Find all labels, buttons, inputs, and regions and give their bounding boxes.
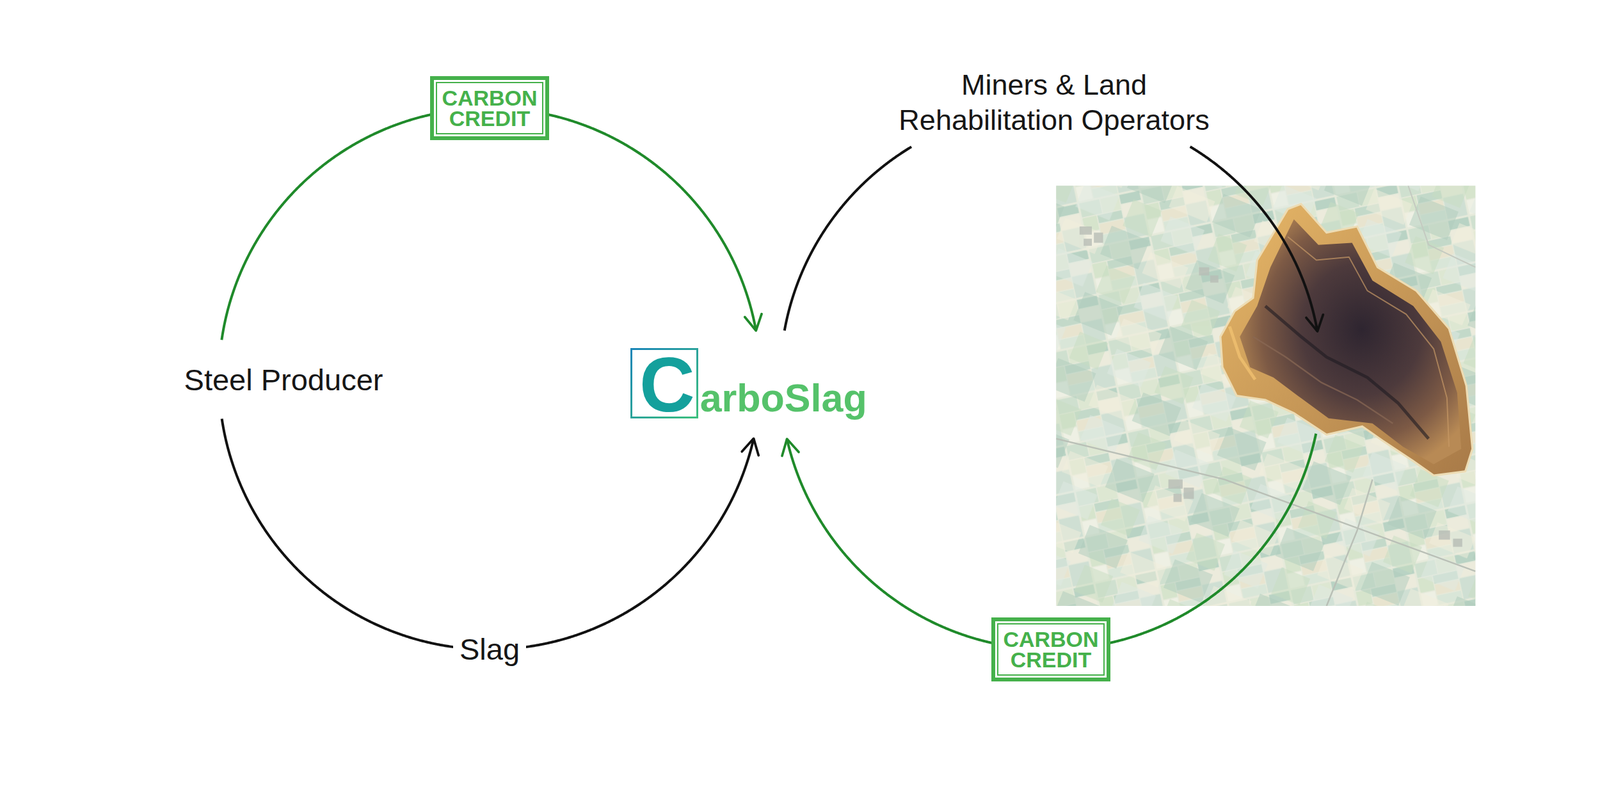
mine-terrace (1287, 236, 1449, 447)
flow-arc (784, 146, 912, 331)
road (1408, 185, 1476, 268)
mine-terrace (1253, 336, 1393, 424)
logo-node: CarboSlag (630, 346, 873, 424)
carbon-credit-badge: CARBON CREDIT (430, 76, 549, 141)
node-label: Steel Producer (184, 362, 384, 398)
leader-arrow (1190, 146, 1318, 332)
mine-pit (1239, 219, 1462, 465)
edge-label-patch: Slag (453, 632, 527, 667)
badge-text: CARBON CREDIT (441, 87, 537, 129)
badge-text: CARBON CREDIT (1002, 629, 1099, 671)
node-label: Miners & Land Rehabilitation Operators (874, 67, 1234, 138)
mine-terrace (1265, 305, 1429, 439)
actor-label: Steel Producer (180, 355, 388, 404)
flow-arc (222, 419, 754, 650)
flow-arc (221, 108, 756, 340)
logo-wordmark: CarboSlag (639, 346, 868, 424)
mine-terrace (1229, 326, 1256, 380)
mine-rim (1220, 204, 1473, 476)
road (1326, 479, 1373, 607)
edge-label: Slag (459, 632, 520, 667)
actor-label: Miners & Land Rehabilitation Operators (874, 64, 1234, 141)
carbon-credit-badge: CARBON CREDIT (991, 617, 1110, 682)
